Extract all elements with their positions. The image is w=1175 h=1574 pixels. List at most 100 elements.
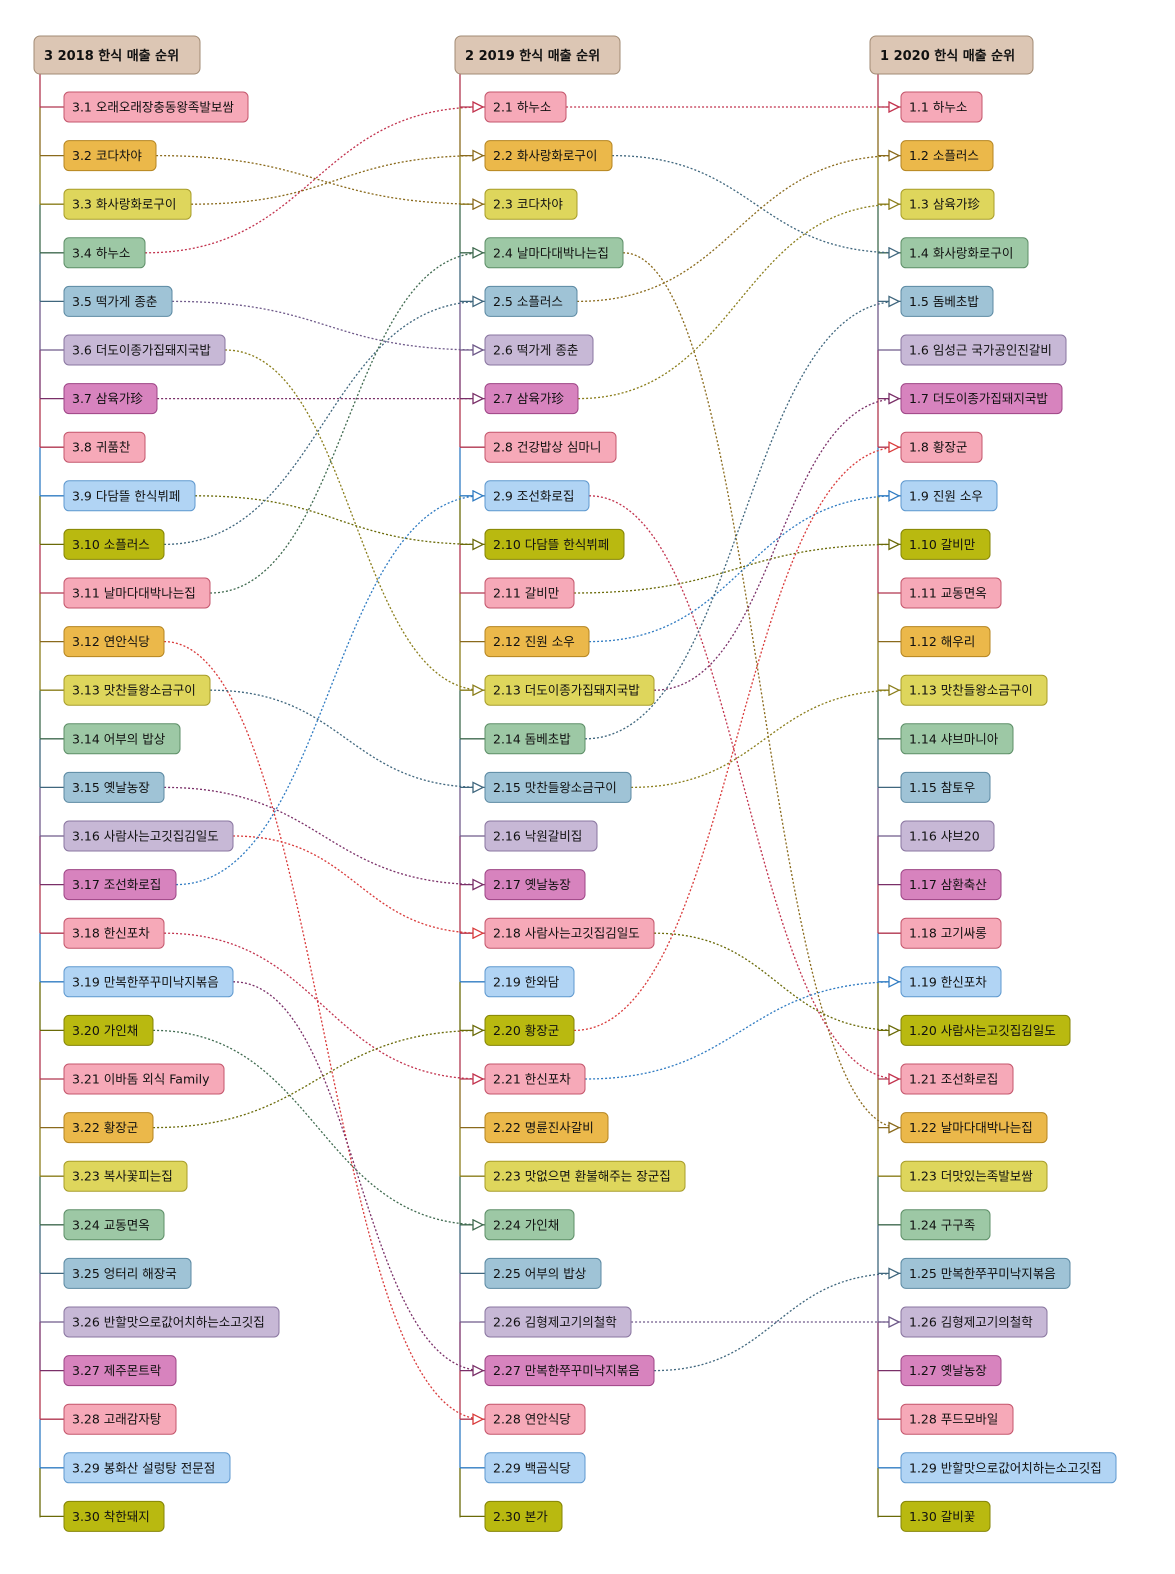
rank-node[interactable]: 2.2 화사랑화로구이: [484, 140, 613, 172]
rank-node[interactable]: 3.21 이바돔 외식 Family: [63, 1063, 225, 1095]
rank-node-label: 2.20 황장군: [493, 1023, 559, 1038]
rank-node[interactable]: 1.13 맛찬들왕소금구이: [900, 674, 1048, 706]
rank-node[interactable]: 1.23 더맛있는족발보쌈: [900, 1160, 1048, 1192]
rank-node[interactable]: 2.19 한와담: [484, 966, 575, 998]
rank-node[interactable]: 1.27 옛날농장: [900, 1355, 1002, 1387]
rank-node[interactable]: 2.14 돔베초밥: [484, 723, 586, 755]
rank-node[interactable]: 3.10 소플러스: [63, 528, 165, 560]
rank-node[interactable]: 2.4 날마다대박나는집: [484, 237, 624, 269]
rank-node[interactable]: 2.3 코다차야: [484, 188, 578, 220]
rank-node[interactable]: 3.17 조선화로집: [63, 869, 177, 901]
rank-node[interactable]: 2.23 맛없으면 환불해주는 장군집: [484, 1160, 686, 1192]
rank-node[interactable]: 1.1 하누소: [900, 91, 983, 123]
rank-node[interactable]: 1.11 교동면옥: [900, 577, 1002, 609]
rank-node[interactable]: 2.10 다담뜰 한식뷔페: [484, 528, 625, 560]
rank-node[interactable]: 1.30 갈비꽃: [900, 1500, 991, 1532]
rank-node[interactable]: 2.21 한신포차: [484, 1063, 586, 1095]
rank-node[interactable]: 1.25 만복한쭈꾸미낙지볶음: [900, 1257, 1071, 1289]
rank-node[interactable]: 3.7 삼육가珍: [63, 383, 158, 415]
rank-node[interactable]: 3.30 착한돼지: [63, 1500, 165, 1532]
rank-node[interactable]: 3.23 복사꽃피는집: [63, 1160, 188, 1192]
rank-node[interactable]: 1.17 삼환축산: [900, 869, 1002, 901]
rank-node[interactable]: 3.15 옛날농장: [63, 771, 165, 803]
rank-node[interactable]: 2.12 진원 소우: [484, 626, 590, 658]
rank-node[interactable]: 1.7 더도이종가집돼지국밥: [900, 383, 1063, 415]
rank-node-label: 3.14 어부의 밥상: [72, 731, 166, 746]
rank-change-link: [163, 932, 483, 1079]
rank-change-link: [163, 786, 483, 884]
rank-node[interactable]: 3.1 오래오래장충동왕족발보쌈: [63, 91, 249, 123]
rank-node[interactable]: 1.2 소플러스: [900, 140, 994, 172]
rank-node[interactable]: 1.3 삼육가珍: [900, 188, 995, 220]
rank-node[interactable]: 1.22 날마다대박나는집: [900, 1112, 1048, 1144]
rank-node[interactable]: 3.19 만복한쭈꾸미낙지볶음: [63, 966, 234, 998]
rank-node-label: 3.30 착한돼지: [72, 1509, 150, 1524]
rank-node[interactable]: 2.24 가인채: [484, 1209, 575, 1241]
rank-node[interactable]: 1.16 샤브20: [900, 820, 995, 852]
rank-node[interactable]: 3.27 제주몬트락: [63, 1355, 177, 1387]
rank-node[interactable]: 3.2 코다차야: [63, 140, 157, 172]
rank-node[interactable]: 2.28 연안식당: [484, 1403, 586, 1435]
rank-node[interactable]: 2.29 백곰식당: [484, 1452, 586, 1484]
rank-node[interactable]: 1.26 김형제고기의철학: [900, 1306, 1048, 1338]
rank-node[interactable]: 1.20 사람사는고깃집김일도: [900, 1014, 1071, 1046]
rank-node[interactable]: 3.12 연안식당: [63, 626, 165, 658]
rank-node[interactable]: 2.6 떡가게 종춘: [484, 334, 594, 366]
rank-node[interactable]: 2.22 명륜진사갈비: [484, 1112, 609, 1144]
rank-node[interactable]: 2.30 본가: [484, 1500, 563, 1532]
rank-node[interactable]: 2.20 황장군: [484, 1014, 575, 1046]
rank-node[interactable]: 3.11 날마다대박나는집: [63, 577, 211, 609]
rank-node[interactable]: 1.4 화사랑화로구이: [900, 237, 1029, 269]
rank-node[interactable]: 3.28 고래감자탕: [63, 1403, 177, 1435]
rank-node[interactable]: 3.5 떡가게 종춘: [63, 285, 173, 317]
rank-node[interactable]: 1.24 구구족: [900, 1209, 991, 1241]
rank-node[interactable]: 1.15 참토우: [900, 771, 991, 803]
rank-node[interactable]: 3.13 맛찬들왕소금구이: [63, 674, 211, 706]
rank-node[interactable]: 2.13 더도이종가집돼지국밥: [484, 674, 655, 706]
rank-node[interactable]: 1.29 반할맛으로값어치하는소고깃집: [900, 1452, 1117, 1484]
rank-node[interactable]: 1.12 해우리: [900, 626, 991, 658]
rank-node[interactable]: 3.16 사람사는고깃집김일도: [63, 820, 234, 852]
rank-node-label: 1.8 황장군: [909, 440, 967, 455]
rank-node[interactable]: 2.9 조선화로집: [484, 480, 590, 512]
rank-node[interactable]: 3.26 반할맛으로값어치하는소고깃집: [63, 1306, 280, 1338]
rank-node[interactable]: 3.24 교동면옥: [63, 1209, 165, 1241]
rank-node[interactable]: 3.22 황장군: [63, 1112, 154, 1144]
rank-node[interactable]: 3.29 봉화산 설렁탕 전문점: [63, 1452, 231, 1484]
rank-node[interactable]: 3.4 하누소: [63, 237, 146, 269]
rank-node[interactable]: 1.28 푸드모바일: [900, 1403, 1014, 1435]
rank-node[interactable]: 2.18 사람사는고깃집김일도: [484, 917, 655, 949]
rank-change-link: [209, 253, 483, 594]
rank-node[interactable]: 2.25 어부의 밥상: [484, 1257, 602, 1289]
rank-node[interactable]: 3.3 화사랑화로구이: [63, 188, 192, 220]
rank-node[interactable]: 1.19 한신포차: [900, 966, 1002, 998]
rank-node-label: 2.13 더도이종가집돼지국밥: [493, 683, 640, 698]
rank-node[interactable]: 2.15 맛찬들왕소금구이: [484, 771, 632, 803]
rank-node[interactable]: 2.17 옛날농장: [484, 869, 586, 901]
rank-node[interactable]: 3.25 엉터리 해장국: [63, 1257, 192, 1289]
rank-node[interactable]: 2.16 낙원갈비집: [484, 820, 598, 852]
rank-node[interactable]: 3.20 가인채: [63, 1014, 154, 1046]
rank-node[interactable]: 1.18 고기싸롱: [900, 917, 1002, 949]
rank-node[interactable]: 2.5 소플러스: [484, 285, 578, 317]
rank-node[interactable]: 3.6 더도이종가집돼지국밥: [63, 334, 226, 366]
rank-node[interactable]: 1.10 갈비만: [900, 528, 991, 560]
rank-node[interactable]: 1.21 조선화로집: [900, 1063, 1014, 1095]
rank-node[interactable]: 2.11 갈비만: [484, 577, 575, 609]
rank-node[interactable]: 1.8 황장군: [900, 431, 983, 463]
rank-node[interactable]: 3.9 다담뜰 한식뷔페: [63, 480, 196, 512]
rank-change-link: [584, 301, 899, 740]
rank-node[interactable]: 3.18 한신포차: [63, 917, 165, 949]
rank-node[interactable]: 2.7 삼육가珍: [484, 383, 579, 415]
rank-node[interactable]: 1.14 샤브마니아: [900, 723, 1014, 755]
rank-node[interactable]: 1.5 돔베초밥: [900, 285, 994, 317]
rank-node[interactable]: 2.1 하누소: [484, 91, 567, 123]
rank-node[interactable]: 1.9 진원 소우: [900, 480, 998, 512]
rank-node[interactable]: 3.14 어부의 밥상: [63, 723, 181, 755]
rank-node[interactable]: 2.26 김형제고기의철학: [484, 1306, 632, 1338]
rank-node-label: 1.10 갈비만: [909, 537, 976, 552]
rank-node[interactable]: 1.6 임성근 국가공인진갈비: [900, 334, 1067, 366]
rank-node[interactable]: 3.8 귀품찬: [63, 431, 146, 463]
rank-node[interactable]: 2.27 만복한쭈꾸미낙지볶음: [484, 1355, 655, 1387]
rank-node[interactable]: 2.8 건강밥상 심마니: [484, 431, 617, 463]
